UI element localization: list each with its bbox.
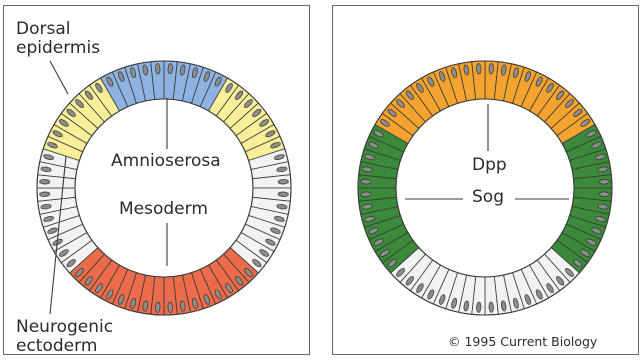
cell-nucleus [476,302,481,313]
cell-nucleus [278,192,289,197]
label-dorsal: Dorsal [16,20,70,39]
label-mesoderm: Mesoderm [116,200,211,219]
left-panel: Dorsal epidermis Amnioserosa Mesoderm Ne… [3,5,310,355]
inner-membrane [75,99,253,277]
copyright-text: © 1995 Current Biology [448,334,597,349]
label-ectoderm: ectoderm [16,337,97,356]
cell-nucleus [39,179,50,184]
label-amnioserosa: Amnioserosa [108,152,224,171]
cell-nucleus [168,302,173,313]
cell-nucleus [39,192,50,197]
right-panel: Dpp Sog © 1995 Current Biology [332,5,639,355]
label-sog: Sog [469,188,507,207]
cell-nucleus [489,63,494,74]
leader-dorsal-epidermis [50,61,68,94]
cell-nucleus [489,302,494,313]
right-embryo-cross-section [333,6,638,354]
cell-nucleus [360,192,371,197]
cell-nucleus [476,63,481,74]
label-epidermis: epidermis [16,39,100,58]
cell-nucleus [168,63,173,74]
cell-nucleus [599,179,610,184]
label-dpp: Dpp [469,156,510,175]
label-neurogenic: Neurogenic [16,318,113,337]
cell-nucleus [155,302,160,313]
cell-nucleus [278,179,289,184]
cell-nucleus [599,192,610,197]
left-embryo-cross-section [4,6,309,354]
cell-nucleus [155,63,160,74]
cell-nucleus [360,179,371,184]
